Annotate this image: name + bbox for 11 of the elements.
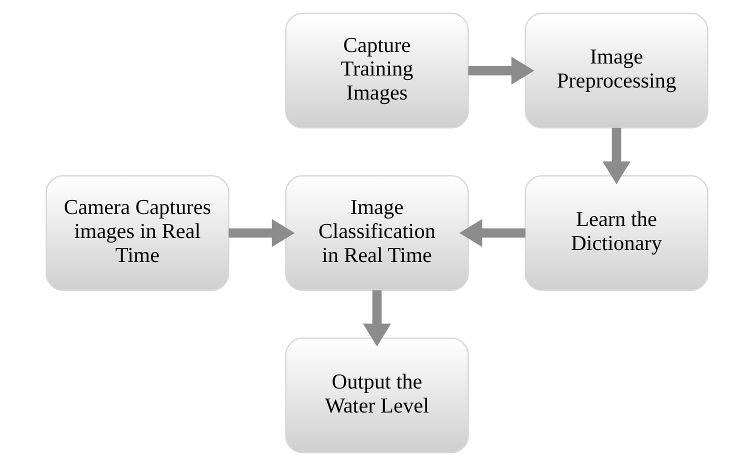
node-box: Camera Captures images in Real Time <box>45 175 229 291</box>
node-box: Learn the Dictionary <box>524 175 708 291</box>
arrow <box>602 128 630 184</box>
node-box: Capture Training Images <box>284 12 468 129</box>
node-box: Output the Water Level <box>284 337 468 454</box>
arrow <box>362 290 391 347</box>
node-box: Image Preprocessing <box>524 12 708 129</box>
arrow <box>468 56 534 85</box>
node-box: Image Classification in Real Time <box>284 175 468 291</box>
arrow <box>228 218 294 248</box>
arrow <box>458 218 525 248</box>
